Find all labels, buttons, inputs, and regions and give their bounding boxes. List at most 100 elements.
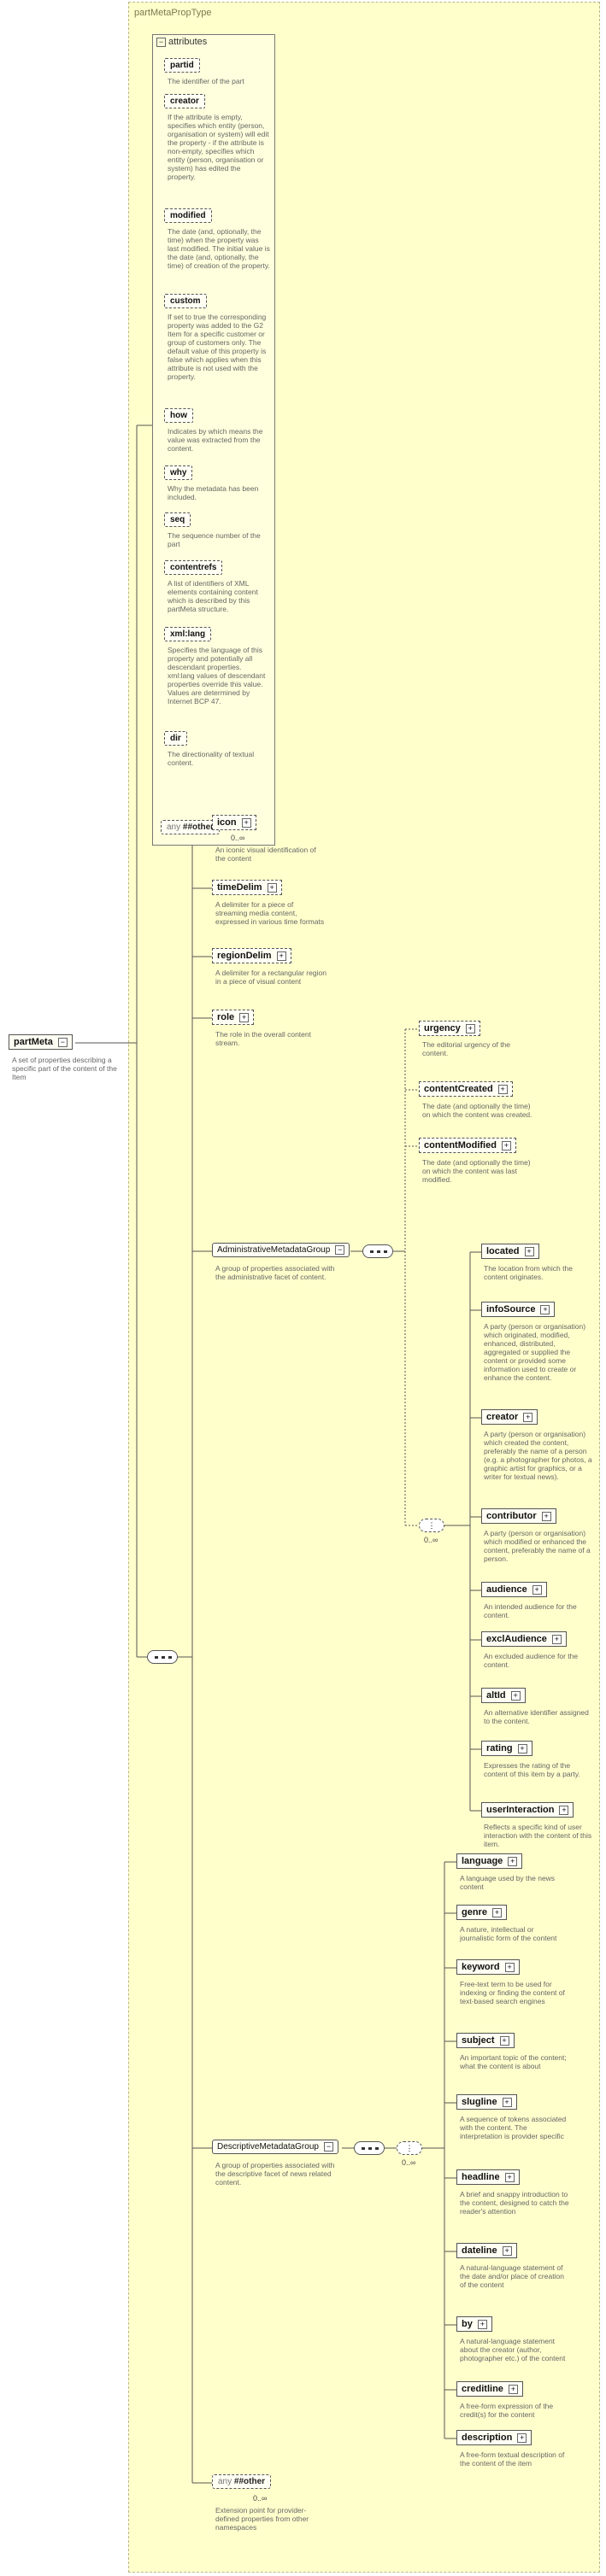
wildcard-namespace: ##other: [182, 823, 215, 832]
group-label: DescriptiveMetadataGroup: [217, 2142, 319, 2152]
expand-icon[interactable]: +: [523, 1412, 533, 1422]
element-label: creator: [486, 1412, 519, 1422]
element-regiondelim[interactable]: regionDelim+: [212, 948, 291, 963]
attributes-header[interactable]: −attributes: [156, 37, 207, 47]
element-label: dateline: [462, 2245, 497, 2256]
expand-icon[interactable]: −: [323, 2142, 333, 2152]
element-urgency[interactable]: urgency +: [419, 1021, 480, 1036]
attribute-how[interactable]: how: [164, 408, 193, 423]
expand-icon[interactable]: +: [497, 1084, 508, 1094]
element-dateline[interactable]: dateline +: [456, 2243, 517, 2258]
element-description: The date (and optionally the time) on wh…: [422, 1102, 532, 1119]
element-description: Free-text term to be used for indexing o…: [460, 1980, 565, 2005]
expand-icon[interactable]: +: [465, 1023, 475, 1033]
element-description: The location from which the content orig…: [484, 1264, 573, 1281]
expand-icon[interactable]: +: [532, 1584, 542, 1595]
expand-icon[interactable]: +: [241, 817, 251, 828]
cardinality-label: 0..∞: [231, 834, 245, 842]
element-audience[interactable]: audience+: [481, 1582, 547, 1597]
expand-icon[interactable]: +: [499, 2035, 509, 2046]
expand-icon[interactable]: −: [57, 1037, 68, 1047]
expand-icon[interactable]: +: [559, 1805, 569, 1815]
element-genre[interactable]: genre+: [456, 1905, 507, 1920]
element-by[interactable]: by+: [456, 2316, 492, 2332]
expand-icon[interactable]: +: [502, 2245, 512, 2256]
attribute-creator[interactable]: creator: [164, 94, 205, 108]
element-label: urgency: [424, 1023, 461, 1033]
attribute-why[interactable]: why: [164, 465, 193, 480]
element-label: creditline: [462, 2384, 503, 2394]
element-contentmodified[interactable]: contentModified+: [419, 1138, 516, 1153]
element-keyword[interactable]: keyword+: [456, 1959, 520, 1975]
expand-icon[interactable]: +: [508, 1856, 518, 1866]
element-altid[interactable]: altId+: [481, 1688, 526, 1703]
expand-icon[interactable]: +: [491, 1907, 502, 1917]
choice-compositor-icon[interactable]: ⋮: [397, 2141, 422, 2155]
element-userinteraction[interactable]: userInteraction +: [481, 1802, 574, 1818]
element-label: timeDelim: [217, 882, 262, 893]
choice-compositor-icon[interactable]: ⋮: [419, 1519, 444, 1532]
attribute-partid[interactable]: partid: [164, 58, 200, 73]
group-descriptive-metadata[interactable]: DescriptiveMetadataGroup−: [212, 2140, 338, 2155]
element-label: slugline: [462, 2097, 497, 2107]
element-description-item[interactable]: description +: [456, 2430, 532, 2445]
expand-icon[interactable]: +: [517, 2433, 527, 2443]
attribute-wildcard[interactable]: any ##other: [161, 820, 221, 834]
group-administrative-metadata[interactable]: AdministrativeMetadataGroup−: [212, 1243, 350, 1258]
expand-icon[interactable]: +: [541, 1511, 551, 1521]
expand-icon[interactable]: +: [276, 951, 286, 961]
expand-icon[interactable]: +: [502, 2097, 512, 2107]
expand-icon[interactable]: +: [524, 1246, 534, 1256]
element-contentcreated[interactable]: contentCreated+: [419, 1081, 513, 1097]
element-contributor[interactable]: contributor+: [481, 1508, 556, 1524]
expand-icon[interactable]: +: [504, 2172, 515, 2182]
element-creditline[interactable]: creditline +: [456, 2381, 523, 2397]
element-wildcard[interactable]: any ##other: [212, 2474, 272, 2489]
element-label: language: [462, 1856, 503, 1866]
element-role[interactable]: role+: [212, 1010, 255, 1025]
element-headline[interactable]: headline+: [456, 2169, 520, 2185]
expand-icon[interactable]: +: [477, 2319, 487, 2329]
element-rating[interactable]: rating +: [481, 1741, 532, 1756]
expand-icon[interactable]: +: [239, 1012, 250, 1022]
element-exclaudience[interactable]: exclAudience+: [481, 1631, 567, 1647]
element-label: description: [462, 2433, 513, 2443]
element-located[interactable]: located+: [481, 1244, 539, 1259]
root-element-partmeta[interactable]: partMeta−: [9, 1034, 73, 1050]
expand-icon[interactable]: +: [504, 1962, 515, 1972]
expand-icon[interactable]: +: [267, 882, 277, 893]
sequence-compositor-icon[interactable]: [147, 1650, 178, 1664]
element-icon[interactable]: icon+: [212, 815, 256, 830]
attributes-label: attributes: [168, 37, 208, 47]
expand-icon[interactable]: +: [510, 1690, 521, 1701]
attributes-box: −attributes: [152, 34, 275, 846]
element-description: An intended audience for the content.: [484, 1602, 577, 1619]
collapse-icon[interactable]: −: [156, 38, 166, 47]
element-label: infoSource: [486, 1304, 536, 1314]
attribute-dir[interactable]: dir: [164, 731, 187, 746]
expand-icon[interactable]: +: [540, 1304, 550, 1314]
element-infosource[interactable]: infoSource +: [481, 1302, 556, 1317]
expand-icon[interactable]: +: [501, 1140, 511, 1150]
element-language[interactable]: language +: [456, 1853, 523, 1869]
sequence-compositor-icon[interactable]: [354, 2141, 385, 2155]
expand-icon[interactable]: +: [508, 2384, 518, 2394]
element-subject[interactable]: subject+: [456, 2033, 515, 2048]
element-label: rating: [486, 1743, 513, 1753]
wildcard-namespace: ##other: [233, 2477, 266, 2486]
element-timedelim[interactable]: timeDelim +: [212, 880, 282, 895]
sequence-compositor-icon[interactable]: [362, 1244, 393, 1258]
attribute-custom[interactable]: custom: [164, 294, 207, 308]
element-creator[interactable]: creator +: [481, 1409, 538, 1425]
attribute-contentrefs[interactable]: contentrefs: [164, 560, 223, 575]
element-description: Extension point for provider-defined pro…: [215, 2506, 309, 2532]
element-slugline[interactable]: slugline +: [456, 2094, 517, 2110]
attribute-modified[interactable]: modified: [164, 208, 212, 223]
element-label: userInteraction: [486, 1805, 555, 1815]
attribute-xml-lang[interactable]: xml:lang: [164, 627, 212, 641]
attribute-seq[interactable]: seq: [164, 512, 191, 527]
expand-icon[interactable]: +: [551, 1634, 562, 1644]
expand-icon[interactable]: +: [517, 1743, 527, 1753]
attribute-description: A list of identifiers of XML elements co…: [168, 579, 258, 613]
expand-icon[interactable]: −: [335, 1245, 345, 1255]
